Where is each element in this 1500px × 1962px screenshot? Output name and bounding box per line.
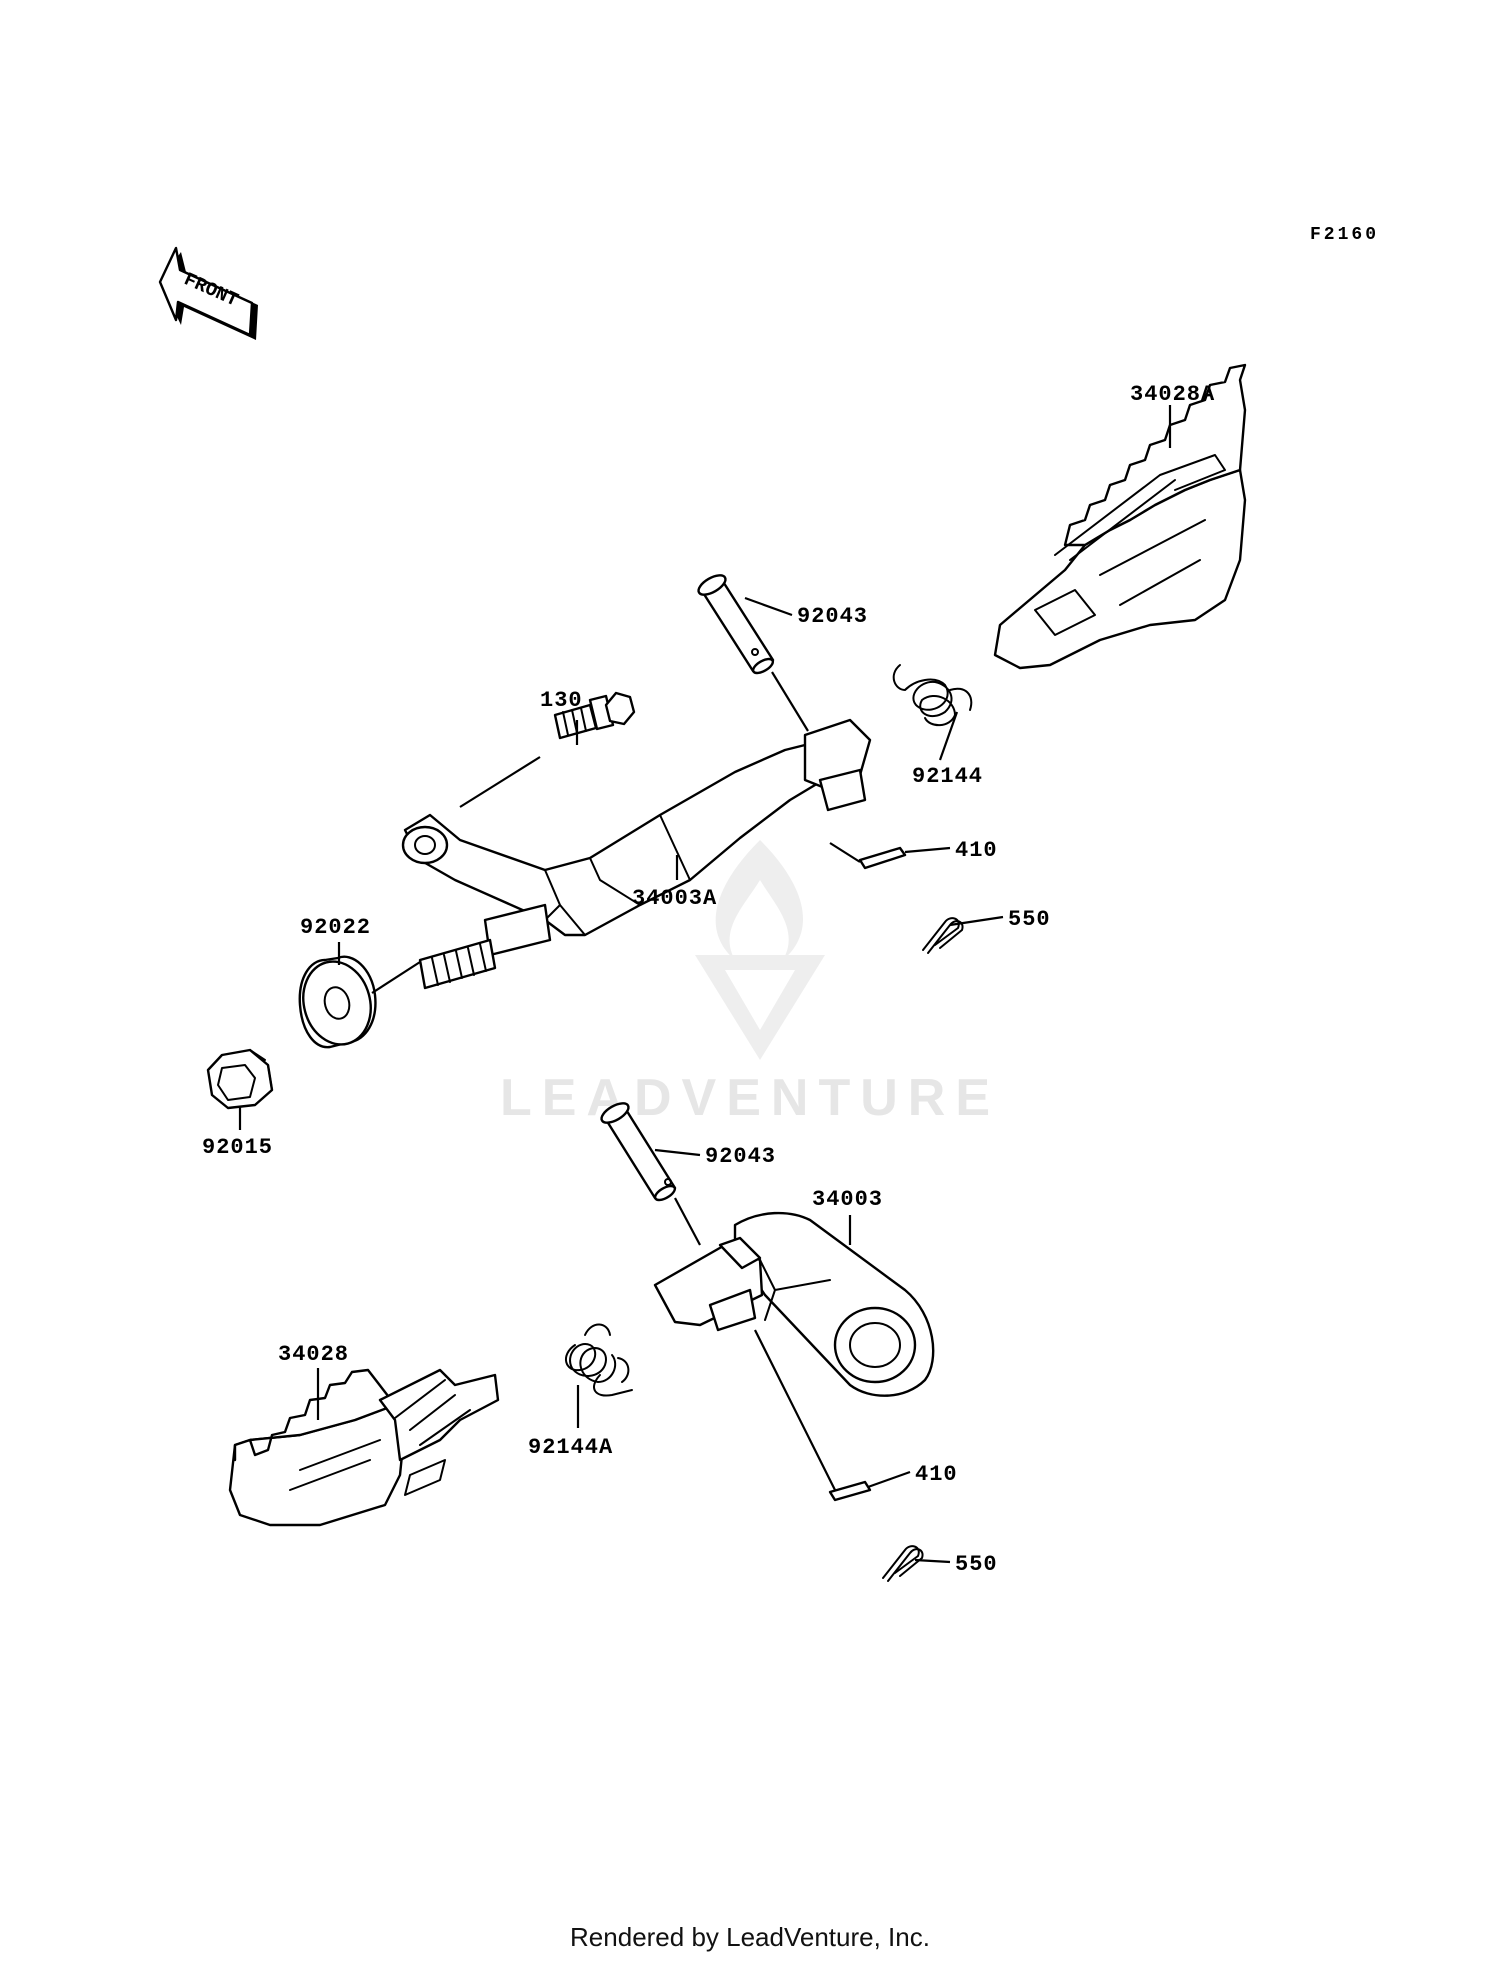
- leader-lines: [238, 405, 1172, 1564]
- clevis-pin-top-92043: [697, 574, 775, 675]
- callout-130: 130: [540, 688, 583, 713]
- callout-410-top: 410: [955, 838, 998, 863]
- lever-34003: [653, 1211, 935, 1397]
- clevis-pin-bottom-92043: [600, 1102, 677, 1202]
- watermark-text: LEADVENTURE: [500, 1069, 1000, 1127]
- callout-92043-top: 92043: [797, 604, 868, 629]
- footpeg-left-34028: [228, 1368, 500, 1527]
- callout-34028a: 34028A: [1130, 382, 1215, 407]
- figure-code: F2160: [1310, 225, 1379, 245]
- callout-34028: 34028: [278, 1342, 349, 1367]
- spring-92144: [892, 664, 973, 727]
- spring-92144a: [565, 1323, 633, 1397]
- bolt-130: [553, 691, 636, 740]
- front-arrow-icon: FRONT: [158, 246, 258, 340]
- callout-92144a: 92144A: [528, 1435, 613, 1460]
- nut-92015: [206, 1048, 274, 1110]
- callout-92144: 92144: [912, 764, 983, 789]
- brake-pedal-34003a: [401, 718, 872, 990]
- callout-34003: 34003: [812, 1187, 883, 1212]
- callout-92015: 92015: [202, 1135, 273, 1160]
- washer-92022: [298, 955, 377, 1049]
- watermark: LEADVENTURE: [500, 840, 1000, 1127]
- callout-34003a: 34003A: [632, 886, 717, 911]
- callout-550-bottom: 550: [955, 1552, 998, 1577]
- washer-bottom-410: [828, 1480, 872, 1502]
- footpeg-right-34028a: [993, 363, 1247, 670]
- callout-410-bottom: 410: [915, 1462, 958, 1487]
- callout-labels: 34028A 92043 92144 130 410 34003A 550 92…: [202, 382, 1215, 1577]
- callout-550-top: 550: [1008, 907, 1051, 932]
- washer-top-410: [858, 846, 907, 870]
- footer-credit: Rendered by LeadVenture, Inc.: [570, 1922, 930, 1952]
- callout-92043-bottom: 92043: [705, 1144, 776, 1169]
- callout-92022: 92022: [300, 915, 371, 940]
- cotter-pin-bottom-550: [882, 1545, 924, 1582]
